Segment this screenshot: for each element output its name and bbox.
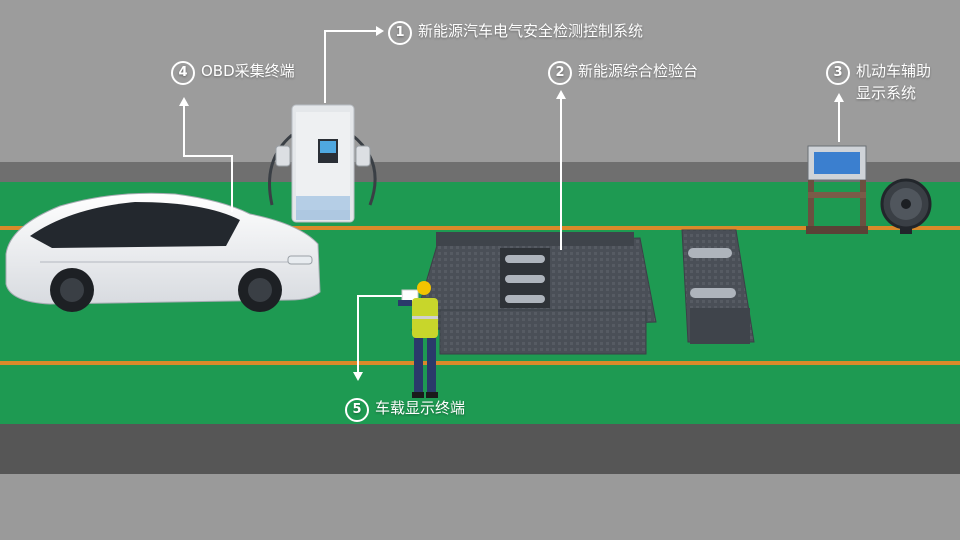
inspection-platform-icon xyxy=(411,229,755,355)
callout-3-number: 3 xyxy=(826,61,850,85)
leader-line-1 xyxy=(324,26,384,103)
callout-4: 4 OBD采集终端 xyxy=(171,60,295,85)
callout-5-number: 5 xyxy=(345,398,369,422)
callout-4-number: 4 xyxy=(171,61,195,85)
callout-4-label: OBD采集终端 xyxy=(201,62,295,80)
car-icon xyxy=(5,192,321,312)
leader-line-3 xyxy=(834,93,844,142)
callout-5-label: 车载显示终端 xyxy=(375,399,466,417)
leader-line-2 xyxy=(556,90,566,250)
wall-base-strip xyxy=(0,162,960,182)
callout-5: 5 车载显示终端 xyxy=(345,397,465,422)
callout-3-label-line-2: 显示系统 xyxy=(856,84,917,102)
callout-2: 2 新能源综合检验台 xyxy=(548,60,698,85)
leader-line-4 xyxy=(179,97,233,212)
back-wall xyxy=(0,0,960,165)
callout-2-number: 2 xyxy=(548,61,572,85)
callout-1-number: 1 xyxy=(388,21,412,45)
floor-line-top xyxy=(0,226,960,230)
callout-3: 3 机动车辅助 显示系统 xyxy=(826,60,931,104)
fan-icon xyxy=(880,178,932,234)
floor-line-bottom xyxy=(0,361,960,365)
worker-icon xyxy=(398,281,438,398)
display-kiosk-icon xyxy=(806,145,868,234)
callout-1: 1 新能源汽车电气安全检测控制系统 xyxy=(388,20,643,45)
callout-3-label-line-1: 机动车辅助 xyxy=(856,62,932,80)
callout-1-label: 新能源汽车电气安全检测控制系统 xyxy=(418,22,644,40)
charging-station-icon xyxy=(268,104,377,223)
front-ground xyxy=(0,474,960,540)
callout-2-label: 新能源综合检验台 xyxy=(578,62,699,80)
front-curb xyxy=(0,424,960,474)
leader-line-5 xyxy=(353,295,402,381)
